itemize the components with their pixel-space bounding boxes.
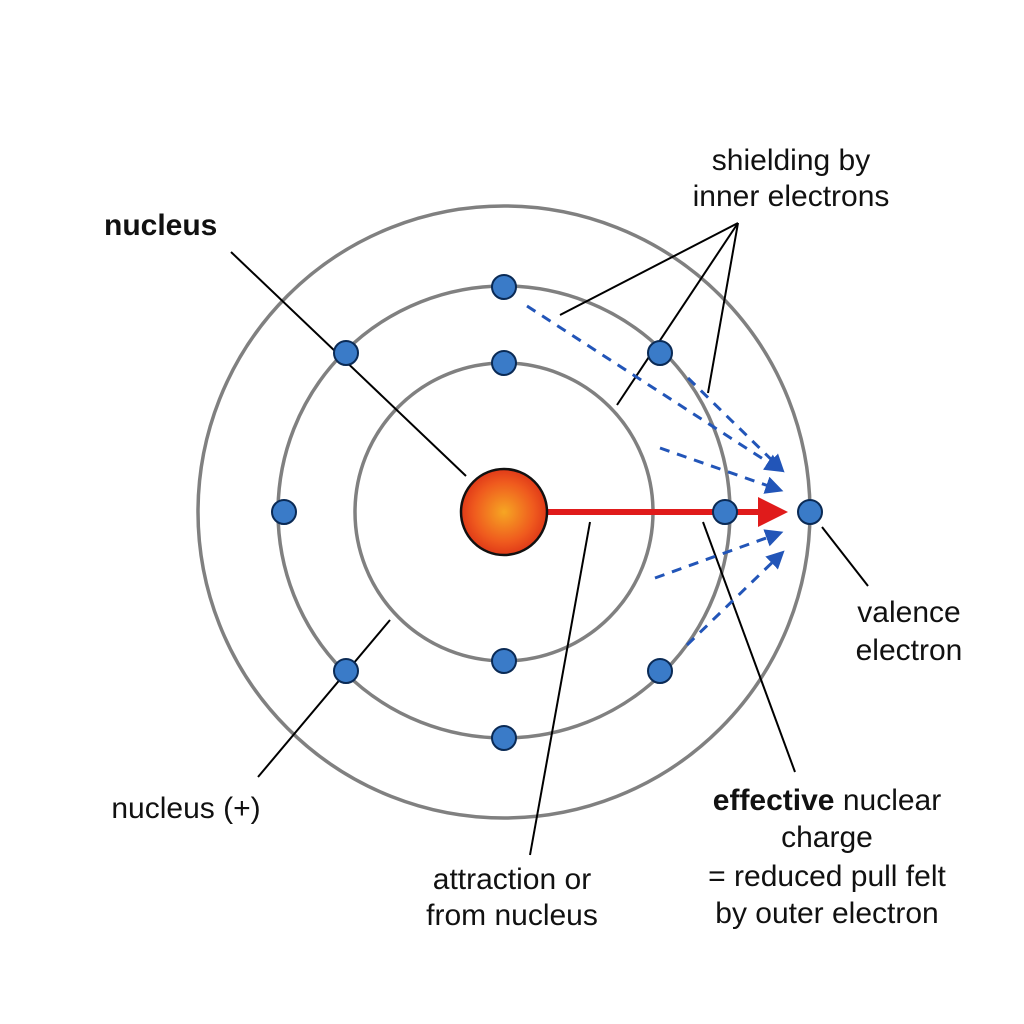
effective-charge-label-line4: by outer electron xyxy=(715,897,938,930)
electron xyxy=(712,499,738,525)
electron xyxy=(491,725,517,751)
effective-charge-label-line2: charge xyxy=(781,821,873,854)
shielding-leader-line-2 xyxy=(616,222,739,406)
effective-bold-word: effective xyxy=(713,784,835,817)
valence-leader-line xyxy=(821,526,869,587)
shielding-arrow xyxy=(686,376,785,473)
electron xyxy=(647,658,673,684)
effective-charge-label-line3: = reduced pull felt xyxy=(708,860,946,893)
effective-rest-words: nuclear xyxy=(835,784,942,817)
electron xyxy=(333,340,359,366)
shielding-arrows xyxy=(526,304,785,647)
attraction-leader-line xyxy=(529,521,591,856)
shielding-leader-line-3 xyxy=(707,222,739,394)
shielding-arrow xyxy=(654,529,784,580)
electron xyxy=(647,340,673,366)
shielding-leader-line-1 xyxy=(559,222,739,316)
nucleus-label: nucleus xyxy=(104,209,217,242)
valence-label-line2: electron xyxy=(856,634,963,667)
shielding-arrow xyxy=(659,446,784,494)
nucleus-plus-leader-line xyxy=(257,619,391,778)
shielding-arrow xyxy=(526,304,784,472)
effective-charge-leader-line xyxy=(702,521,796,773)
attraction-label-line1: attraction or xyxy=(433,863,591,896)
electron xyxy=(491,274,517,300)
inner-shell-electrons xyxy=(491,350,517,674)
shielding-label-line2: inner electrons xyxy=(693,180,890,213)
valence-electron xyxy=(797,499,823,525)
effective-charge-label-line1: effective nuclear xyxy=(713,784,941,817)
nucleus xyxy=(459,467,549,557)
attraction-label-line2: from nucleus xyxy=(426,899,598,932)
nucleus-plus-label: nucleus (+) xyxy=(111,792,260,825)
shielding-arrow xyxy=(685,550,785,647)
electron xyxy=(491,648,517,674)
shielding-label-line1: shielding by xyxy=(712,144,870,177)
valence-label-line1: valence xyxy=(857,596,960,629)
middle-shell-electrons xyxy=(271,274,738,751)
electron xyxy=(271,499,297,525)
electron xyxy=(491,350,517,376)
electron xyxy=(333,658,359,684)
